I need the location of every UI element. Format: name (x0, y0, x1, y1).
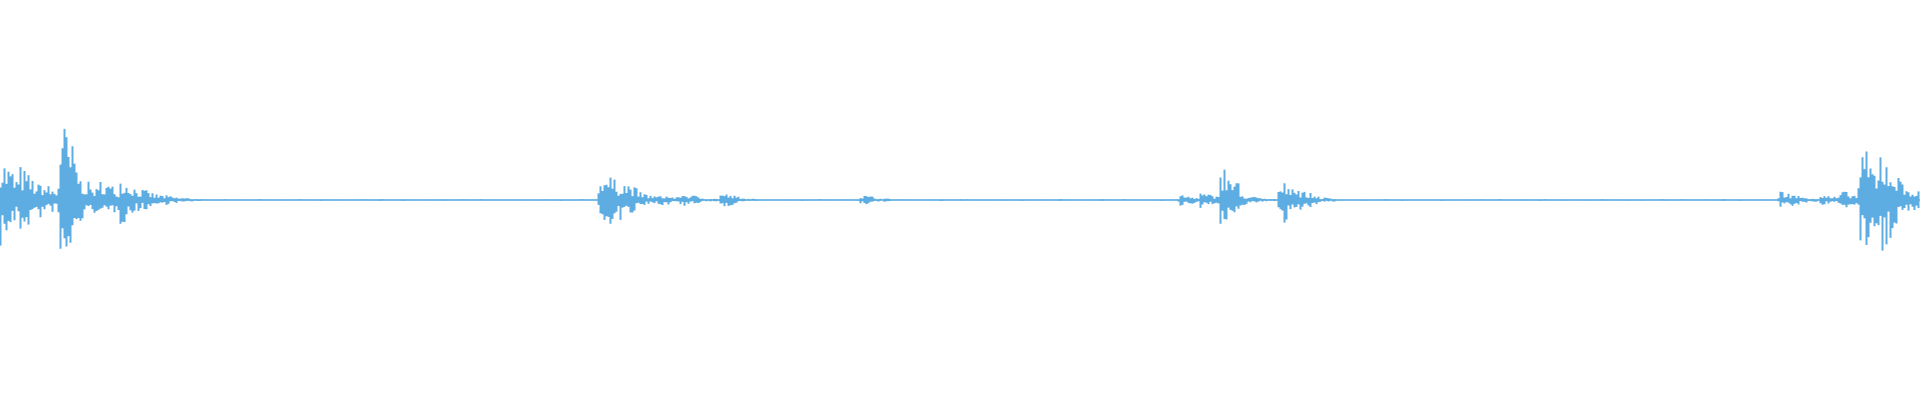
waveform-path (0, 128, 1920, 251)
